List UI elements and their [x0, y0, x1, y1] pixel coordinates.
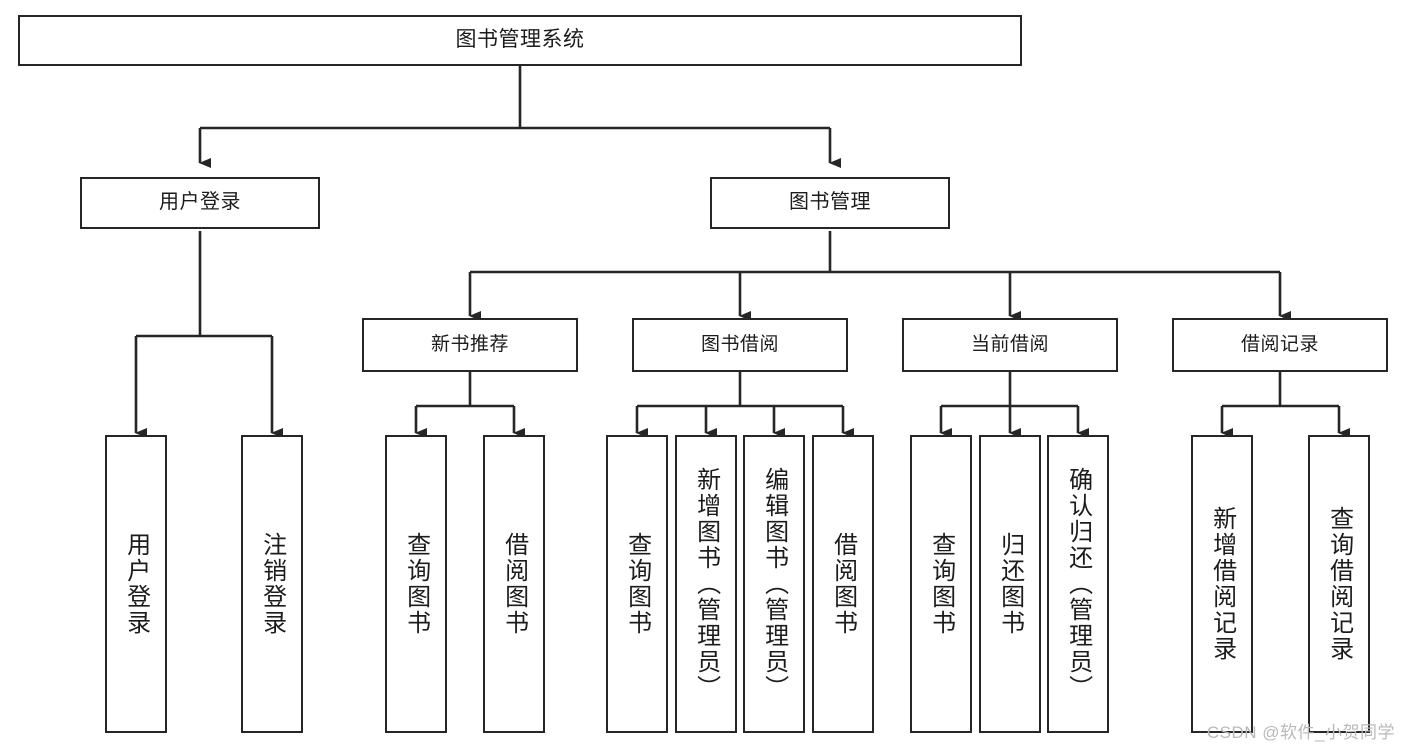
node-label: 借阅记录: [1240, 333, 1319, 355]
leaf-return-books[interactable]: 归还图书: [979, 435, 1041, 733]
node-label: 新增借阅记录: [1208, 506, 1236, 662]
node-label: 新增图书（管理员）: [692, 467, 720, 701]
leaf-borrow-books-recommend[interactable]: 借阅图书: [483, 435, 545, 733]
node-book-management[interactable]: 图书管理: [710, 177, 950, 229]
node-new-book-recommendation[interactable]: 新书推荐: [362, 318, 578, 372]
leaf-query-borrow-record[interactable]: 查询借阅记录: [1308, 435, 1370, 733]
node-label: 图书借阅: [700, 333, 779, 355]
node-label: 确认归还（管理员）: [1064, 467, 1092, 701]
leaf-user-login[interactable]: 用户登录: [105, 435, 167, 733]
node-label: 注销登录: [258, 532, 286, 636]
node-current-borrowing[interactable]: 当前借阅: [902, 318, 1118, 372]
node-label: 查询图书: [927, 532, 955, 636]
node-label: 借阅图书: [829, 532, 857, 636]
node-label: 图书管理系统: [455, 28, 585, 52]
node-label: 编辑图书（管理员）: [760, 467, 788, 701]
node-root-system[interactable]: 图书管理系统: [18, 15, 1022, 66]
leaf-add-borrow-record[interactable]: 新增借阅记录: [1191, 435, 1253, 733]
node-label: 借阅图书: [500, 532, 528, 636]
leaf-query-books-current[interactable]: 查询图书: [910, 435, 972, 733]
node-label: 图书管理: [789, 191, 871, 214]
leaf-query-books-borrowing[interactable]: 查询图书: [606, 435, 668, 733]
leaf-confirm-return-admin[interactable]: 确认归还（管理员）: [1047, 435, 1109, 733]
node-label: 当前借阅: [970, 333, 1049, 355]
node-user-login[interactable]: 用户登录: [80, 177, 320, 229]
node-label: 归还图书: [996, 532, 1024, 636]
node-label: 查询图书: [623, 532, 651, 636]
node-label: 用户登录: [122, 532, 150, 636]
leaf-edit-book-admin[interactable]: 编辑图书（管理员）: [743, 435, 805, 733]
leaf-borrow-books-borrowing[interactable]: 借阅图书: [812, 435, 874, 733]
node-borrow-records[interactable]: 借阅记录: [1172, 318, 1388, 372]
leaf-add-book-admin[interactable]: 新增图书（管理员）: [675, 435, 737, 733]
node-label: 用户登录: [159, 191, 241, 214]
node-label: 查询借阅记录: [1325, 506, 1353, 662]
leaf-logout[interactable]: 注销登录: [241, 435, 303, 733]
watermark: CSDN @软件_小贺同学: [1206, 723, 1395, 742]
node-book-borrowing[interactable]: 图书借阅: [632, 318, 848, 372]
node-label: 新书推荐: [430, 333, 509, 355]
node-label: 查询图书: [402, 532, 430, 636]
leaf-query-books-recommend[interactable]: 查询图书: [385, 435, 447, 733]
